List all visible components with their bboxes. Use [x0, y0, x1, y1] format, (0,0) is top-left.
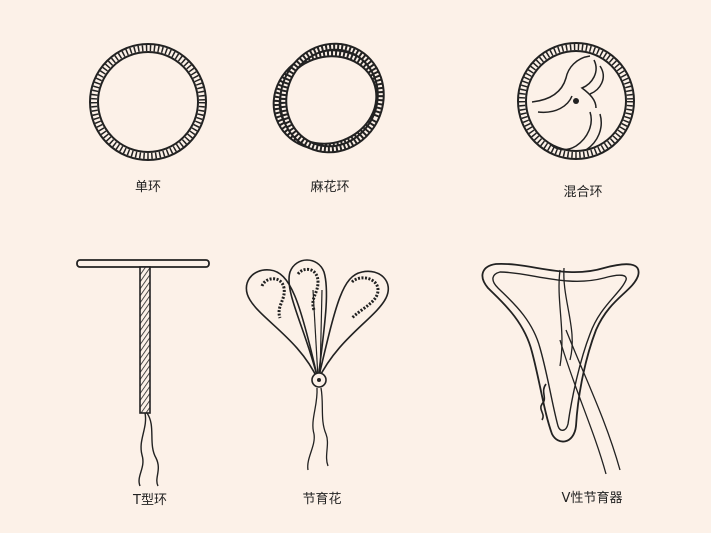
- single-ring-label: 单环: [135, 180, 161, 195]
- twisted-ring-icon: [272, 42, 385, 154]
- t-shaped-iud-icon: [76, 259, 210, 487]
- twisted-ring-label: 麻花环: [310, 179, 349, 195]
- t-ring-label: T型环: [132, 493, 167, 508]
- mixed-ring-icon: [517, 42, 635, 160]
- v-shaped-iud-icon: [481, 263, 640, 475]
- mixed-ring-label: 混合环: [563, 185, 602, 200]
- single-ring-icon: [89, 43, 207, 161]
- flower-iud-label: 节育花: [302, 491, 341, 507]
- flower-iud-icon: [245, 259, 389, 471]
- v-iud-label: V性节育器: [562, 490, 623, 506]
